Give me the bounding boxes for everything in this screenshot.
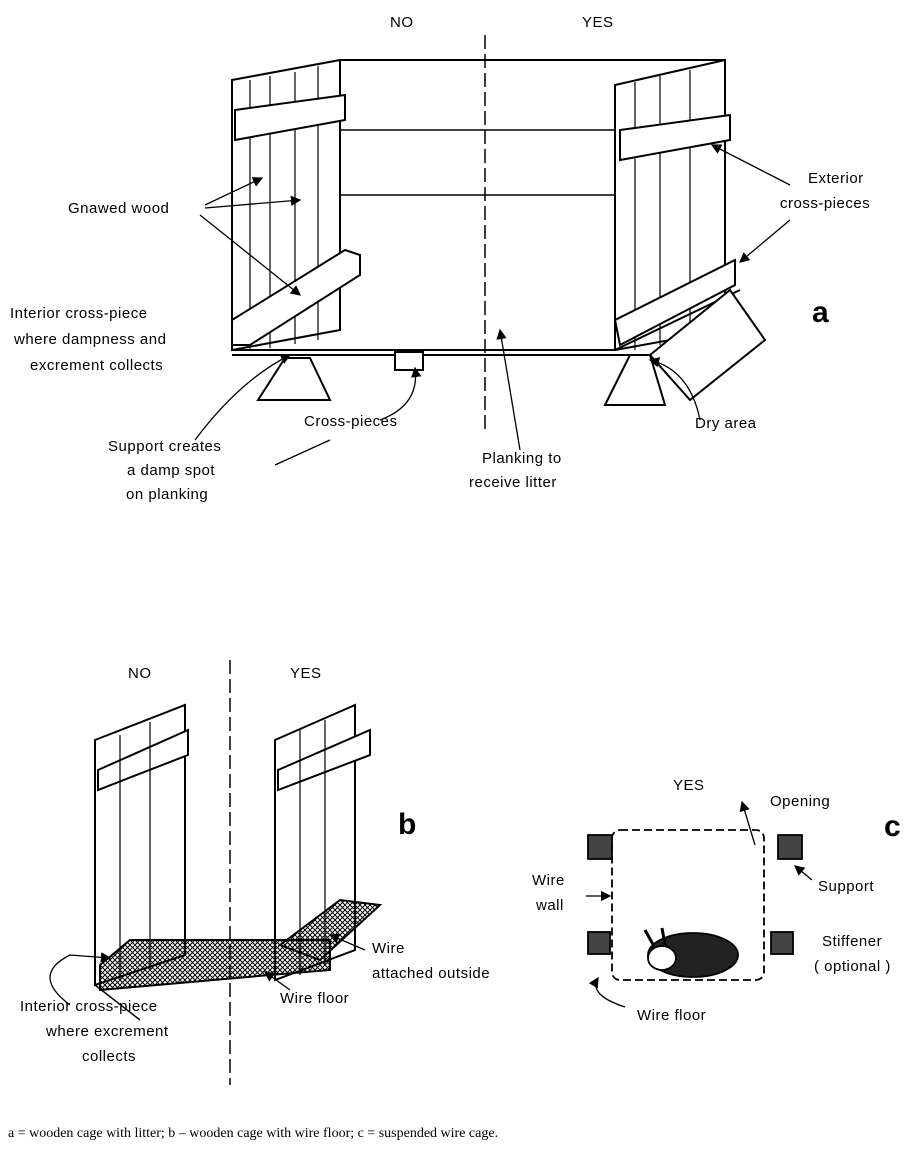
label-support-c: Support (818, 878, 875, 895)
callout-arrows-b (49, 933, 366, 1006)
label-optional: ( optional ) (814, 958, 891, 975)
label-cross-pieces-ext: cross-pieces (780, 195, 871, 212)
label-yes-a: YES (582, 14, 614, 31)
label-wire: Wire (372, 940, 405, 957)
label-wire-floor-c: Wire floor (637, 1007, 707, 1024)
label-support-3: on planking (126, 486, 209, 503)
label-interior-b-1: Interior cross-piece (20, 998, 158, 1015)
label-planking-1: Planking to (482, 450, 562, 467)
label-interior-3: excrement collects (30, 357, 164, 374)
label-no-b: NO (128, 665, 152, 682)
panel-letter-c: c (884, 810, 901, 843)
label-wire-wall-2: wall (536, 897, 564, 914)
suspended-wire-cage-c (587, 829, 803, 981)
panel-letter-a: a (812, 296, 829, 329)
label-yes-b: YES (290, 665, 322, 682)
label-exterior: Exterior (808, 170, 864, 187)
label-stiffener: Stiffener (822, 933, 883, 950)
label-attached-outside: attached outside (372, 965, 491, 982)
label-wire-wall-1: Wire (532, 872, 565, 889)
label-interior-1: Interior cross-piece (10, 305, 148, 322)
label-opening: Opening (770, 793, 831, 810)
label-yes-c: YES (673, 777, 705, 794)
label-no-a: NO (390, 14, 414, 31)
label-cross-pieces: Cross-pieces (304, 413, 398, 430)
wooden-cage-a (231, 35, 767, 430)
label-gnawed-wood: Gnawed wood (68, 200, 170, 217)
figure-caption: a = wooden cage with litter; b – wooden … (8, 1126, 499, 1141)
wire-floor-cage-b (94, 660, 383, 1085)
label-dry-area: Dry area (695, 415, 757, 432)
label-interior-b-2: where excrement (46, 1023, 169, 1040)
panel-letter-b: b (398, 808, 417, 841)
label-interior-b-3: collects (82, 1048, 137, 1065)
label-interior-2: where dampness and (14, 331, 167, 348)
callout-arrows-c (586, 800, 813, 1008)
label-planking-2: receive litter (469, 474, 557, 491)
label-support-1: Support creates (108, 438, 222, 455)
callout-arrows-a (194, 144, 791, 466)
label-support-2: a damp spot (127, 462, 216, 479)
label-wire-floor-b: Wire floor (280, 990, 350, 1007)
